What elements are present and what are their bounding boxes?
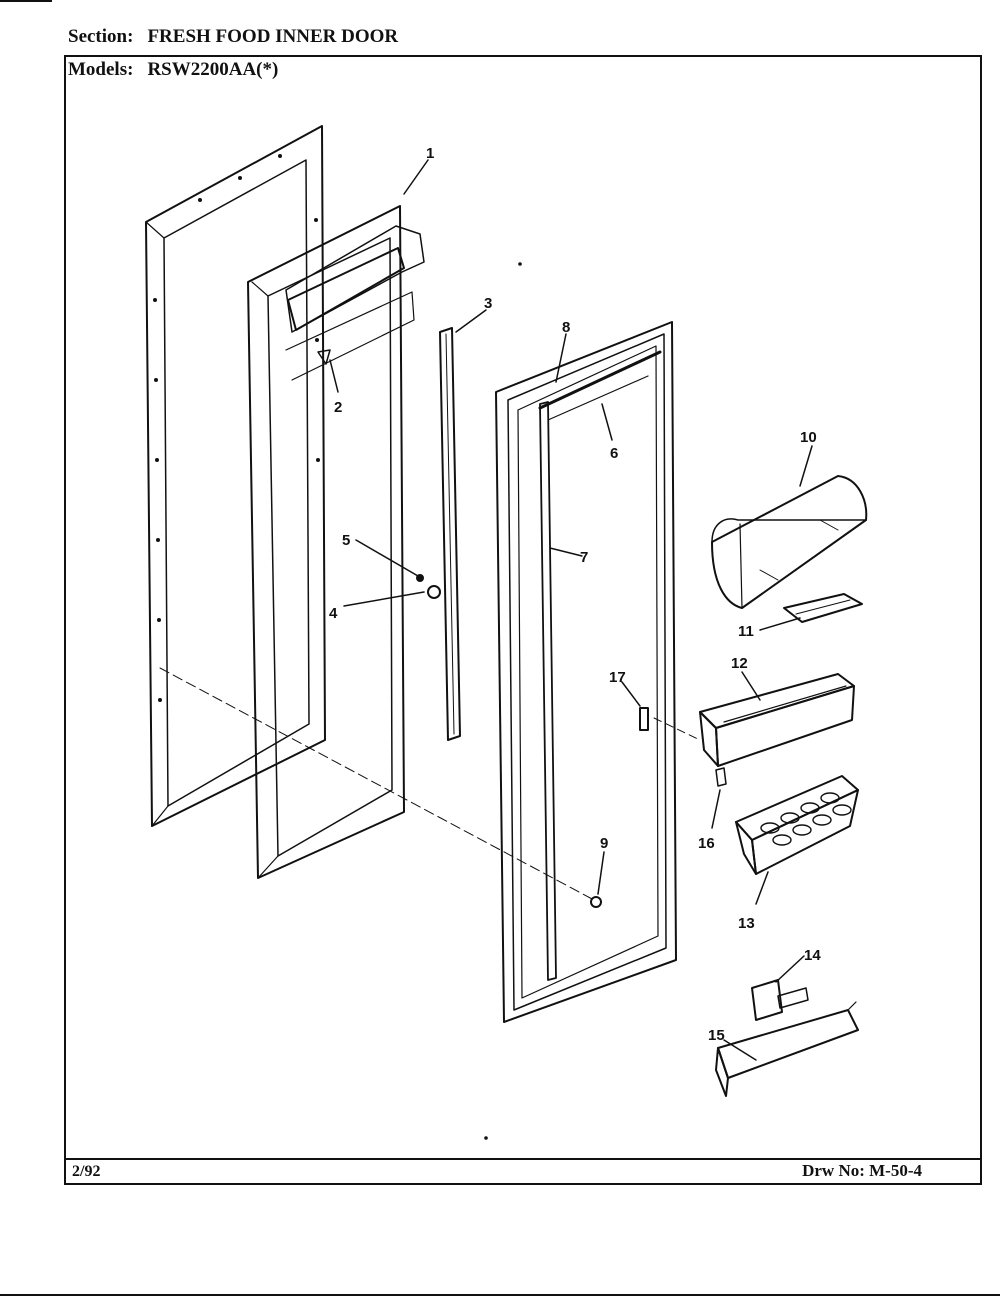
alignment-line-bin: [653, 717, 701, 741]
models-header: Models: RSW2200AA(*): [68, 59, 278, 81]
section-header: Section: FRESH FOOD INNER DOOR: [68, 26, 398, 48]
models-label: Models:: [68, 59, 134, 80]
diagram-frame: [64, 55, 982, 1185]
section-title: FRESH FOOD INNER DOOR: [147, 26, 399, 47]
drawing-number: Drw No: M-50-4: [802, 1161, 922, 1180]
callout-5: 5: [342, 532, 350, 549]
section-label: Section:: [68, 26, 134, 47]
callout-16: 16: [698, 835, 715, 852]
leader-lines: [329, 159, 813, 1061]
bottom-edge-line: [0, 1294, 1000, 1296]
top-edge-line: [0, 0, 52, 2]
callout-13: 13: [738, 915, 755, 932]
drawing-date: 2/92: [72, 1163, 101, 1180]
callout-4: 4: [329, 605, 338, 622]
callout-8: 8: [562, 319, 570, 336]
door-panel-gasket: [495, 321, 677, 1023]
callout-15: 15: [708, 1027, 725, 1044]
callout-14: 14: [804, 947, 821, 964]
callout-11: 11: [738, 623, 754, 640]
callout-12: 12: [731, 655, 748, 672]
callout-6: 6: [610, 445, 618, 462]
door-strip: [439, 327, 461, 741]
alignment-line: [159, 667, 595, 901]
callout-10: 10: [800, 429, 817, 446]
inner-door-liner: [247, 205, 425, 879]
bin-spacer: [715, 767, 727, 787]
bin-clip: [751, 979, 809, 1021]
door-hardware: [416, 574, 441, 599]
callout-9: 9: [600, 835, 608, 852]
dairy-door-hinge: [783, 593, 863, 623]
callout-3: 3: [484, 295, 492, 312]
scan-specks: [484, 262, 522, 1140]
dairy-compartment-door: [711, 475, 868, 609]
callout-17: 17: [609, 669, 626, 686]
door-trim: [715, 1001, 859, 1097]
callout-2: 2: [334, 399, 342, 416]
footer-divider: [64, 1158, 982, 1160]
callout-1: 1: [426, 145, 434, 162]
door-gasket-outer: [145, 125, 326, 827]
model-number: RSW2200AA(*): [147, 59, 279, 80]
callout-7: 7: [580, 549, 588, 566]
door-shelf-bin: [699, 673, 855, 767]
egg-tray: [735, 775, 859, 875]
